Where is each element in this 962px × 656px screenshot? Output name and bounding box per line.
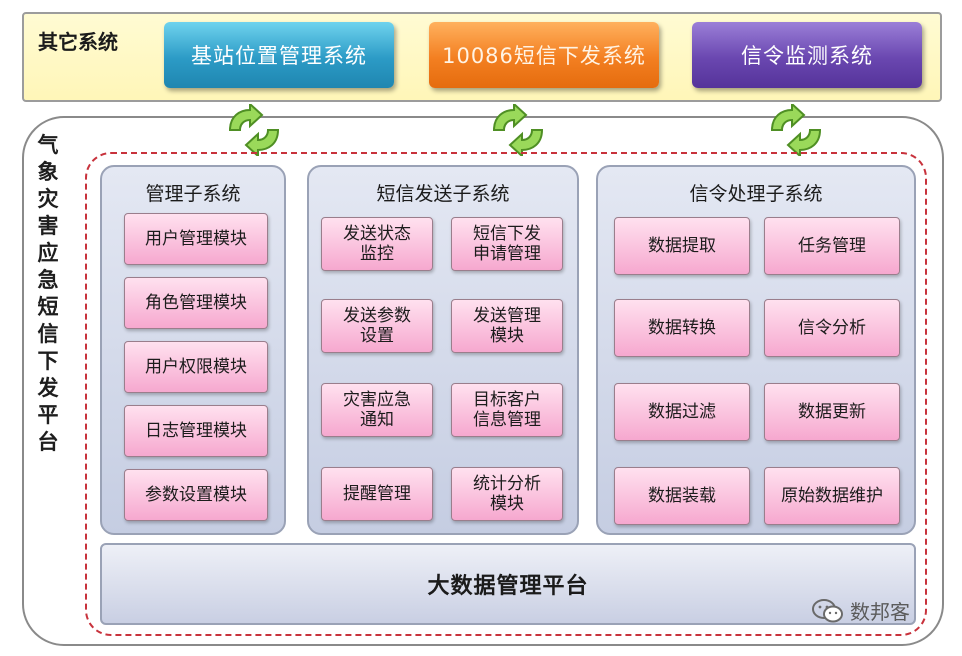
module-line: 目标客户	[473, 390, 541, 410]
watermark-text: 数邦客	[850, 600, 910, 624]
module-box: 发送管理 模块	[451, 299, 563, 353]
module-box: 灾害应急 通知	[321, 383, 433, 437]
management-subsystem: 管理子系统 用户管理模块 角色管理模块 用户权限模块 日志管理模块 参数设置模块	[100, 165, 286, 535]
title-char: 气	[37, 133, 59, 157]
module-line: 统计分析	[473, 474, 541, 494]
module-box: 目标客户 信息管理	[451, 383, 563, 437]
title-char: 象	[37, 160, 59, 184]
module-box: 发送参数 设置	[321, 299, 433, 353]
wechat-icon	[812, 598, 843, 622]
module-box: 统计分析 模块	[451, 467, 563, 521]
other-systems-panel: 其它系统 基站位置管理系统 10086短信下发系统 信令监测系统	[22, 12, 942, 102]
title-char: 下	[37, 349, 59, 373]
module-box: 角色管理模块	[124, 277, 268, 329]
module-box: 用户管理模块	[124, 213, 268, 265]
module-line: 发送参数	[343, 306, 411, 326]
module-line: 信息管理	[473, 410, 541, 430]
module-box: 信令分析	[764, 299, 900, 357]
module-line: 灾害应急	[343, 390, 411, 410]
module-line: 短信下发	[473, 224, 541, 244]
module-box: 参数设置模块	[124, 469, 268, 521]
title-char: 信	[37, 322, 59, 346]
module-line: 发送管理	[473, 306, 541, 326]
base-station-location-system: 基站位置管理系统	[164, 22, 394, 88]
module-line: 模块	[490, 326, 524, 346]
sync-arrows-icon	[770, 104, 822, 156]
signaling-monitor-system: 信令监测系统	[692, 22, 922, 88]
module-box: 数据更新	[764, 383, 900, 441]
module-box: 日志管理模块	[124, 405, 268, 457]
module-box: 数据转换	[614, 299, 750, 357]
subsystem-title: 管理子系统	[145, 183, 241, 205]
title-char: 平	[37, 403, 59, 427]
other-systems-label: 其它系统	[38, 30, 118, 54]
sync-arrows-icon	[228, 104, 280, 156]
big-data-platform: 大数据管理平台	[100, 543, 916, 625]
title-char: 急	[37, 268, 59, 292]
module-box: 短信下发 申请管理	[451, 217, 563, 271]
title-char: 灾	[37, 187, 59, 211]
sms-10086-system: 10086短信下发系统	[429, 22, 659, 88]
title-char: 害	[37, 214, 59, 238]
sync-arrows-icon	[492, 104, 544, 156]
module-box: 原始数据维护	[764, 467, 900, 525]
module-line: 发送状态	[343, 224, 411, 244]
module-line: 监控	[360, 244, 394, 264]
module-line: 申请管理	[473, 244, 541, 264]
signaling-processing-subsystem: 信令处理子系统 数据提取 任务管理 数据转换 信令分析 数据过滤 数据更新 数据…	[596, 165, 916, 535]
module-line: 通知	[360, 410, 394, 430]
module-box: 发送状态 监控	[321, 217, 433, 271]
module-box: 任务管理	[764, 217, 900, 275]
module-line: 模块	[490, 494, 524, 514]
module-box: 数据装载	[614, 467, 750, 525]
title-char: 应	[37, 241, 59, 265]
watermark: 数邦客	[812, 596, 910, 625]
title-char: 短	[37, 295, 59, 319]
title-char: 发	[37, 376, 59, 400]
module-box: 用户权限模块	[124, 341, 268, 393]
platform-dashed-frame	[85, 152, 927, 636]
module-line: 提醒管理	[343, 484, 411, 504]
sms-sending-subsystem: 短信发送子系统 发送状态 监控 短信下发 申请管理 发送参数 设置 发送管理 模…	[307, 165, 579, 535]
module-box: 提醒管理	[321, 467, 433, 521]
subsystem-title: 信令处理子系统	[689, 183, 823, 205]
module-box: 数据过滤	[614, 383, 750, 441]
module-box: 数据提取	[614, 217, 750, 275]
title-char: 台	[37, 430, 59, 454]
platform-vertical-title: 气 象 灾 害 应 急 短 信 下 发 平 台	[28, 132, 68, 456]
subsystem-title: 短信发送子系统	[376, 183, 510, 205]
module-line: 设置	[360, 326, 394, 346]
